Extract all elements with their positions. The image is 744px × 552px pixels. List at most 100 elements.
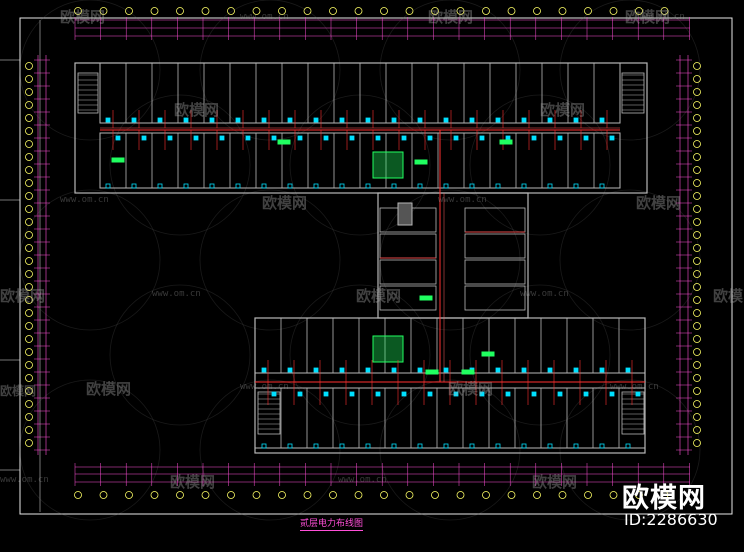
- switch-symbol: [365, 367, 371, 373]
- connector-room: [379, 233, 437, 259]
- axis-bubble-left: [25, 387, 33, 395]
- switch-symbol: [531, 391, 537, 397]
- watermark-url: www.om.cn: [0, 475, 49, 485]
- distribution-panel-symbol: [111, 157, 125, 163]
- switch-symbol: [427, 391, 433, 397]
- socket-symbol: [495, 443, 501, 449]
- axis-bubble-left: [25, 75, 33, 83]
- distribution-panel-symbol: [481, 351, 495, 357]
- axis-bubble-bottom: [329, 491, 337, 499]
- socket-symbol: [313, 443, 319, 449]
- socket-symbol: [287, 183, 293, 189]
- switch-symbol: [401, 391, 407, 397]
- axis-bubble-left: [25, 374, 33, 382]
- switch-symbol: [271, 135, 277, 141]
- switch-symbol: [495, 367, 501, 373]
- watermark-circle: [559, 0, 701, 141]
- building-walls: [74, 62, 648, 454]
- axis-bubble-top: [252, 7, 261, 15]
- axis-bubble-top: [150, 7, 159, 15]
- socket-symbol: [365, 443, 371, 449]
- watermark-circle: [559, 379, 701, 521]
- switch-symbol: [583, 391, 589, 397]
- socket-symbol: [339, 183, 345, 189]
- switch-symbol: [261, 117, 267, 123]
- switch-symbol: [235, 117, 241, 123]
- switch-symbol: [401, 135, 407, 141]
- watermark-url: www.om.cn: [240, 12, 289, 22]
- axis-bubble-bottom: [482, 491, 490, 499]
- axis-bubble-left: [25, 101, 33, 109]
- socket-symbol: [573, 183, 579, 189]
- switch-symbol: [391, 117, 397, 123]
- axis-bubble-top: [176, 7, 184, 15]
- image-id-label: ID:2286630: [624, 510, 718, 529]
- socket-symbol: [469, 443, 475, 449]
- watermark-url: www.om.cn: [520, 289, 569, 299]
- axis-markers: [25, 7, 701, 499]
- watermark-circle: [559, 189, 701, 331]
- socket-symbol: [105, 183, 111, 189]
- switch-symbol: [141, 135, 147, 141]
- axis-bubble-right: [693, 257, 701, 265]
- axis-bubble-left: [25, 322, 33, 330]
- axis-bubble-top: [201, 7, 210, 15]
- watermark-circle: [19, 0, 161, 141]
- axis-bubble-left: [25, 439, 33, 447]
- axis-bubble-top: [533, 7, 541, 15]
- axis-bubble-right: [693, 153, 701, 161]
- distribution-panel-symbol: [414, 159, 428, 165]
- axis-bubble-left: [25, 179, 33, 187]
- distribution-panel-symbol: [425, 369, 439, 375]
- watermark-brand: 欧模网: [60, 8, 106, 26]
- watermark-brand: 欧模网: [428, 8, 474, 26]
- switch-symbol: [573, 367, 579, 373]
- axis-bubble-right: [693, 179, 701, 187]
- switch-symbol: [557, 135, 563, 141]
- axis-bubble-top: [303, 7, 312, 15]
- distribution-panel-symbol: [419, 295, 433, 301]
- axis-bubble-left: [25, 296, 33, 304]
- switch-symbol: [495, 117, 501, 123]
- axis-bubble-top: [405, 7, 414, 15]
- stair-east-lower: [621, 391, 645, 435]
- watermark-url: www.om.cn: [438, 195, 487, 205]
- axis-bubble-left: [25, 309, 33, 317]
- switch-symbol: [323, 135, 329, 141]
- axis-bubble-right: [693, 335, 701, 343]
- axis-bubble-right: [693, 218, 701, 226]
- switch-symbol: [453, 135, 459, 141]
- watermark-circle: [199, 0, 341, 141]
- switch-symbol: [531, 135, 537, 141]
- watermark-url: www.om.cn: [240, 382, 289, 392]
- plan-title: 贰层电力布线图: [300, 516, 364, 531]
- axis-bubble-left: [25, 231, 33, 239]
- axis-bubble-right: [693, 426, 701, 434]
- axis-bubble-left: [25, 426, 33, 434]
- socket-symbol: [339, 443, 345, 449]
- distribution-panel-symbol: [499, 139, 513, 145]
- axis-bubble-right: [693, 374, 701, 382]
- axis-bubble-top: [635, 7, 643, 15]
- watermark-brand: 欧模网: [540, 101, 586, 119]
- socket-symbol: [417, 443, 423, 449]
- switch-symbol: [609, 391, 615, 397]
- axis-bubble-left: [25, 127, 33, 135]
- socket-symbol: [521, 443, 527, 449]
- axis-bubble-right: [693, 439, 701, 447]
- axis-bubble-top: [660, 7, 669, 15]
- switch-symbol: [505, 391, 511, 397]
- socket-symbol: [391, 443, 397, 449]
- watermark-circle: [199, 379, 341, 521]
- socket-symbol: [625, 443, 631, 449]
- watermark-circle: [379, 0, 521, 141]
- watermark-brand: 欧模网: [0, 384, 37, 398]
- watermark-url: www.om.cn: [60, 195, 109, 205]
- switch-symbol: [521, 117, 527, 123]
- socket-symbol: [131, 183, 137, 189]
- socket-symbol: [443, 443, 449, 449]
- axis-bubble-left: [25, 205, 33, 213]
- watermark-circle: [199, 189, 341, 331]
- switch-symbol: [625, 367, 631, 373]
- switch-symbol: [443, 367, 449, 373]
